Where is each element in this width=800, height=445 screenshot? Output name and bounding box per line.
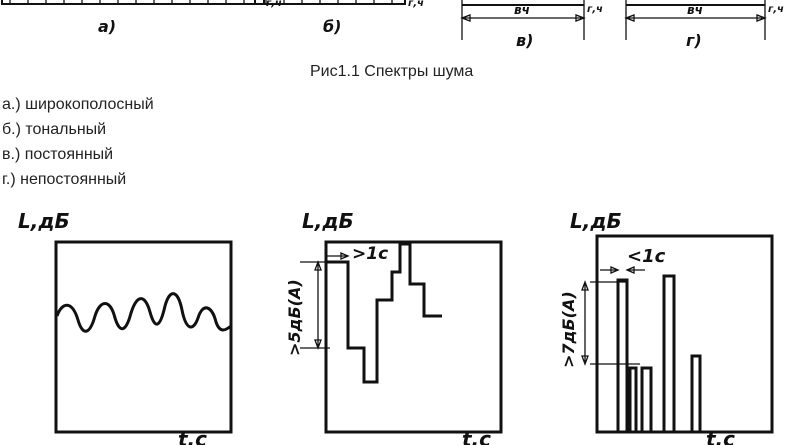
plot2-level-annotation: >5дБ(А) xyxy=(285,279,304,356)
panel-v-dim-arrow xyxy=(460,14,586,22)
plot2-step-curve xyxy=(326,242,442,384)
legend-item-constant: в.) постоянный xyxy=(2,146,113,163)
panel-g-axis-tail: г,ч xyxy=(768,4,784,15)
plot2-frame xyxy=(324,240,503,434)
plot1-noise-curve xyxy=(55,292,232,333)
panel-g-dim-arrow xyxy=(624,14,767,22)
spectrum-panel-a: г,ч а) xyxy=(1,0,282,36)
plot3-level-guides xyxy=(590,281,640,365)
legend-item-variable: г.) непостоянный xyxy=(2,171,126,188)
plot3-x-label: t,c xyxy=(706,427,735,445)
plot3-y-label: L,дБ xyxy=(570,209,622,233)
plot2-interval-label: >1с xyxy=(352,244,388,264)
plot3-interval-arrows xyxy=(610,266,635,274)
plot1-x-label: t,c xyxy=(178,427,207,445)
plot-constant-noise: L,дБ t,c xyxy=(18,209,233,445)
spectrum-panel-v: вч г,ч в) xyxy=(460,0,603,50)
figure-caption: Рис1.1 Спектры шума xyxy=(310,63,473,80)
plot3-level-arrow xyxy=(581,280,589,366)
plot3-level-annotation: >7дБ(А) xyxy=(559,291,578,368)
spectrum-panel-b: г,ч б) xyxy=(254,0,424,36)
spectrum-panel-g: вч г,ч г) xyxy=(624,0,784,50)
plot3-impulse-4 xyxy=(690,354,702,432)
plot-impulse-noise: L,дБ >7дБ(А) <1с t,c xyxy=(559,209,774,445)
panel-b-bar xyxy=(254,0,406,5)
plot2-level-arrow xyxy=(314,260,322,350)
panel-a-letter: а) xyxy=(98,17,116,36)
plot1-frame xyxy=(54,240,233,434)
legend-item-broadband: а.) широкополосный xyxy=(2,96,154,113)
plot2-y-label: L,дБ xyxy=(302,209,354,233)
plot3-impulse-1 xyxy=(616,278,629,432)
legend-item-tonal: б.) тональный xyxy=(2,121,106,138)
panel-b-axis-tail: г,ч xyxy=(408,0,424,9)
panel-v-letter: в) xyxy=(516,31,533,50)
plot2-level-guides xyxy=(300,261,330,349)
plot3-frame xyxy=(595,234,774,434)
plot3-interval-label: <1с xyxy=(627,246,666,267)
panel-g-axis-label: вч xyxy=(687,3,703,17)
panel-a-bar xyxy=(1,0,265,5)
panel-b-letter: б) xyxy=(323,17,341,36)
plot1-y-label: L,дБ xyxy=(18,209,70,233)
plot3-impulse-3 xyxy=(662,274,676,432)
plot2-interval-arrow xyxy=(340,252,350,260)
panel-v-axis-tail: г,ч xyxy=(587,4,603,15)
panel-v-axis-label: вч xyxy=(514,3,530,17)
plot2-x-label: t,c xyxy=(462,427,491,445)
panel-g-letter: г) xyxy=(686,31,702,50)
plot3-impulse-2 xyxy=(628,366,653,432)
plot-stepped-noise: L,дБ >5дБ(А) >1с t,c xyxy=(285,209,503,445)
